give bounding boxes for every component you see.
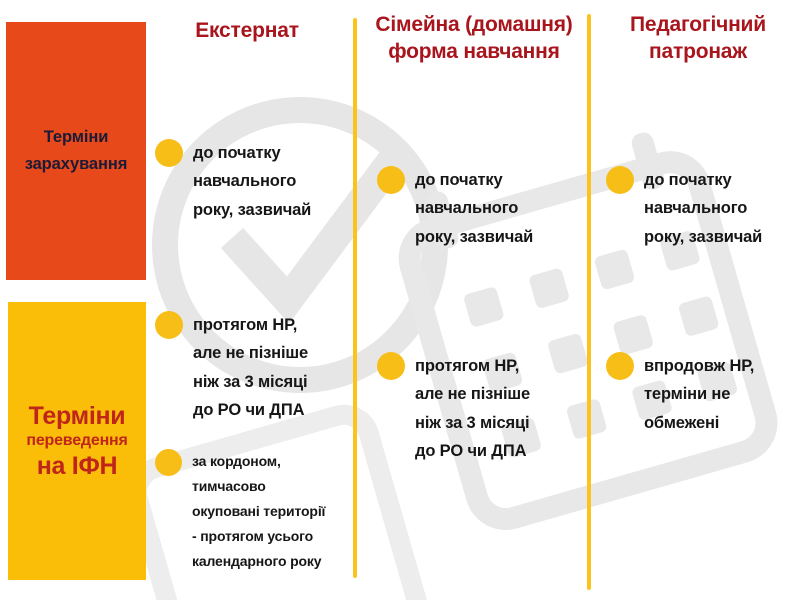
bullet-text: до початку навчального року, зазвичай	[644, 166, 762, 251]
bullet-text-line: навчального	[415, 199, 519, 218]
transfer-label-line3: на ІФН	[36, 451, 118, 480]
bullet-text-line: до РО чи ДПА	[415, 441, 527, 460]
bullet-text: до початку навчального року, зазвичай	[193, 139, 311, 224]
bullet-text: за кордоном, тимчасово окуповані території…	[192, 449, 326, 574]
bullet-item: протягом НР, але не пізніше ніж за 3 місяц…	[377, 351, 585, 466]
bullet-dot-icon	[377, 165, 405, 194]
row-label-transfer: Терміни переведення на ІФН	[8, 302, 146, 580]
column-pedagogical-patronage: Педагогічний патронаж до початку навчальн…	[598, 12, 798, 432]
column-divider-2	[587, 14, 591, 590]
bullet-dot-icon	[155, 310, 183, 339]
bullet-dot-icon	[606, 351, 634, 380]
bullet-text-line: впродовж НР,	[644, 356, 755, 375]
bullet-text: впродовж НР, терміни не обмежені	[644, 352, 754, 437]
bullet-text-line: до початку	[644, 170, 732, 189]
enrollment-label-line2: зарахування	[24, 155, 128, 173]
bullet-text-line: але не пізніше	[193, 344, 309, 363]
bullet-text-line: протягом НР,	[193, 315, 298, 334]
bullet-text-line: року, зазвичай	[644, 227, 763, 246]
enrollment-label-line1: Терміни	[43, 127, 109, 146]
transfer-label-line2: переведення	[26, 432, 128, 450]
column-title-line1: Екстернат	[195, 19, 299, 42]
column-family-form: Сімейна (домашня) форма навчання до поча…	[363, 12, 585, 460]
bullet-item: за кордоном, тимчасово окуповані території…	[155, 448, 355, 574]
bullet-text-line: до початку	[415, 170, 503, 189]
column-title-line2: форма навчання	[388, 39, 560, 63]
bullet-text-line: навчального	[644, 199, 748, 218]
column-title-family-form: Сімейна (домашня) форма навчання	[363, 12, 585, 66]
bullet-item: до початку навчального року, зазвичай	[606, 165, 800, 251]
bullet-text-line: але не пізніше	[415, 385, 531, 404]
bullet-text-line: окуповані території	[192, 502, 326, 519]
bullet-text-line: протягом НР,	[415, 356, 520, 375]
bullet-text-line: ніж за 3 місяці	[415, 413, 530, 432]
column-title-line2: патронаж	[649, 39, 747, 63]
bullet-text-line: року, зазвичай	[193, 200, 312, 219]
bullet-text: протягом НР, але не пізніше ніж за 3 місяц…	[415, 352, 530, 466]
bullet-text-line: - протягом усього	[192, 527, 314, 544]
bullet-text-line: навчального	[193, 172, 297, 191]
bullet-dot-icon	[155, 448, 182, 476]
bullet-item: до початку навчального року, зазвичай	[155, 138, 351, 224]
bullet-text-line: року, зазвичай	[415, 227, 534, 246]
column-title-line1: Сімейна (домашня)	[375, 13, 573, 36]
bullet-item: до початку навчального року, зазвичай	[377, 165, 585, 251]
column-title-line1: Педагогічний	[630, 13, 766, 36]
bullet-text-line: терміни не	[644, 385, 731, 404]
bullet-text-line: обмежені	[644, 413, 720, 432]
bullet-text: протягом НР, але не пізніше ніж за 3 місяц…	[193, 311, 308, 425]
bullet-text-line: ніж за 3 місяці	[193, 372, 308, 391]
column-title-pedagogical-patronage: Педагогічний патронаж	[598, 12, 798, 66]
bullet-text-line: до РО чи ДПА	[193, 401, 305, 419]
bullet-text-line: за кордоном,	[192, 452, 281, 469]
bullet-item: впродовж НР, терміни не обмежені	[606, 351, 800, 437]
bullet-dot-icon	[155, 138, 183, 167]
column-externat: Екстернат до початку навчального року, заз…	[152, 18, 348, 569]
bullet-item: протягом НР, але не пізніше ніж за 3 місяц…	[155, 310, 351, 425]
row-label-enrollment: Терміни зарахування	[6, 22, 146, 280]
bullet-text-line: тимчасово	[192, 477, 266, 494]
bullet-text-line: до початку	[193, 143, 281, 162]
bullet-text: до початку навчального року, зазвичай	[415, 166, 533, 251]
bullet-text-line: календарного року	[192, 552, 322, 569]
transfer-label-line1: Терміни	[28, 402, 126, 431]
bullet-dot-icon	[606, 165, 634, 194]
column-title-externat: Екстернат	[152, 18, 348, 45]
bullet-dot-icon	[377, 351, 405, 380]
